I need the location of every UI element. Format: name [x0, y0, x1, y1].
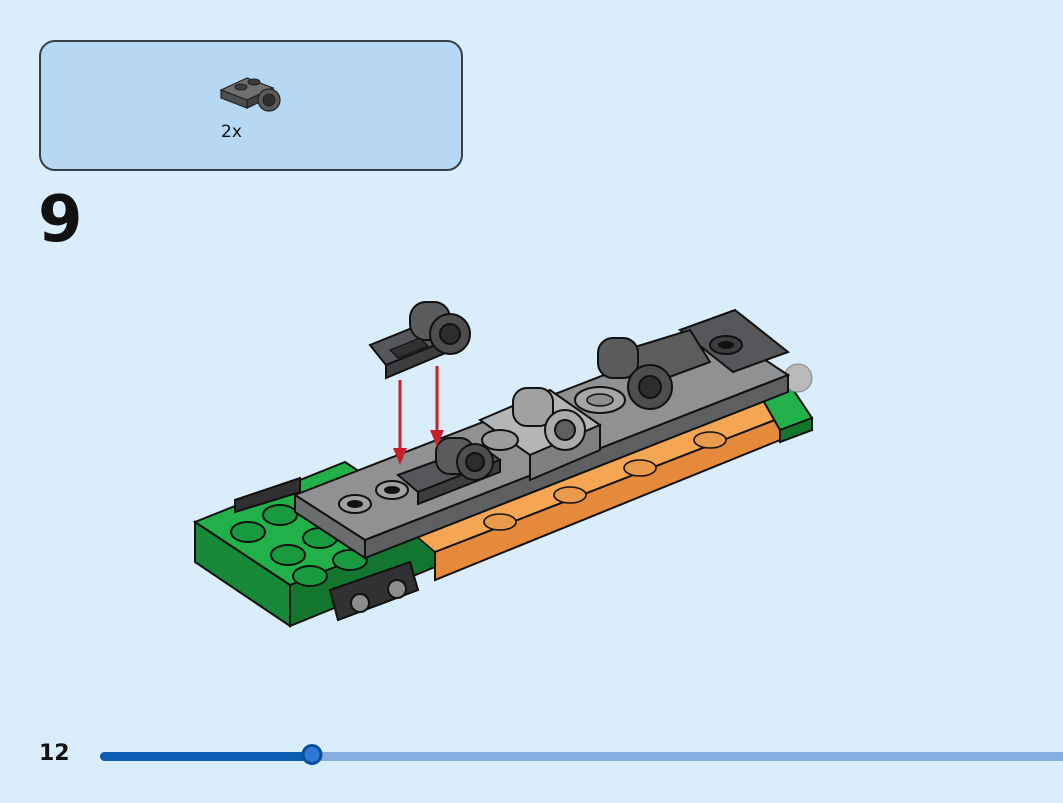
progress-indicator	[301, 744, 323, 765]
plate-with-pin-hole-icon	[219, 77, 281, 112]
parts-callout-box: 2x	[39, 40, 463, 171]
page-number: 12	[39, 741, 70, 766]
placement-arrows	[393, 366, 444, 465]
progress-fill	[100, 752, 312, 761]
progress-bar	[100, 744, 1063, 765]
green-studs	[230, 504, 368, 587]
assembly-illustration	[192, 301, 814, 628]
part-quantity: 2x	[221, 122, 242, 142]
falling-part	[368, 301, 471, 380]
step-number: 9	[38, 183, 83, 257]
